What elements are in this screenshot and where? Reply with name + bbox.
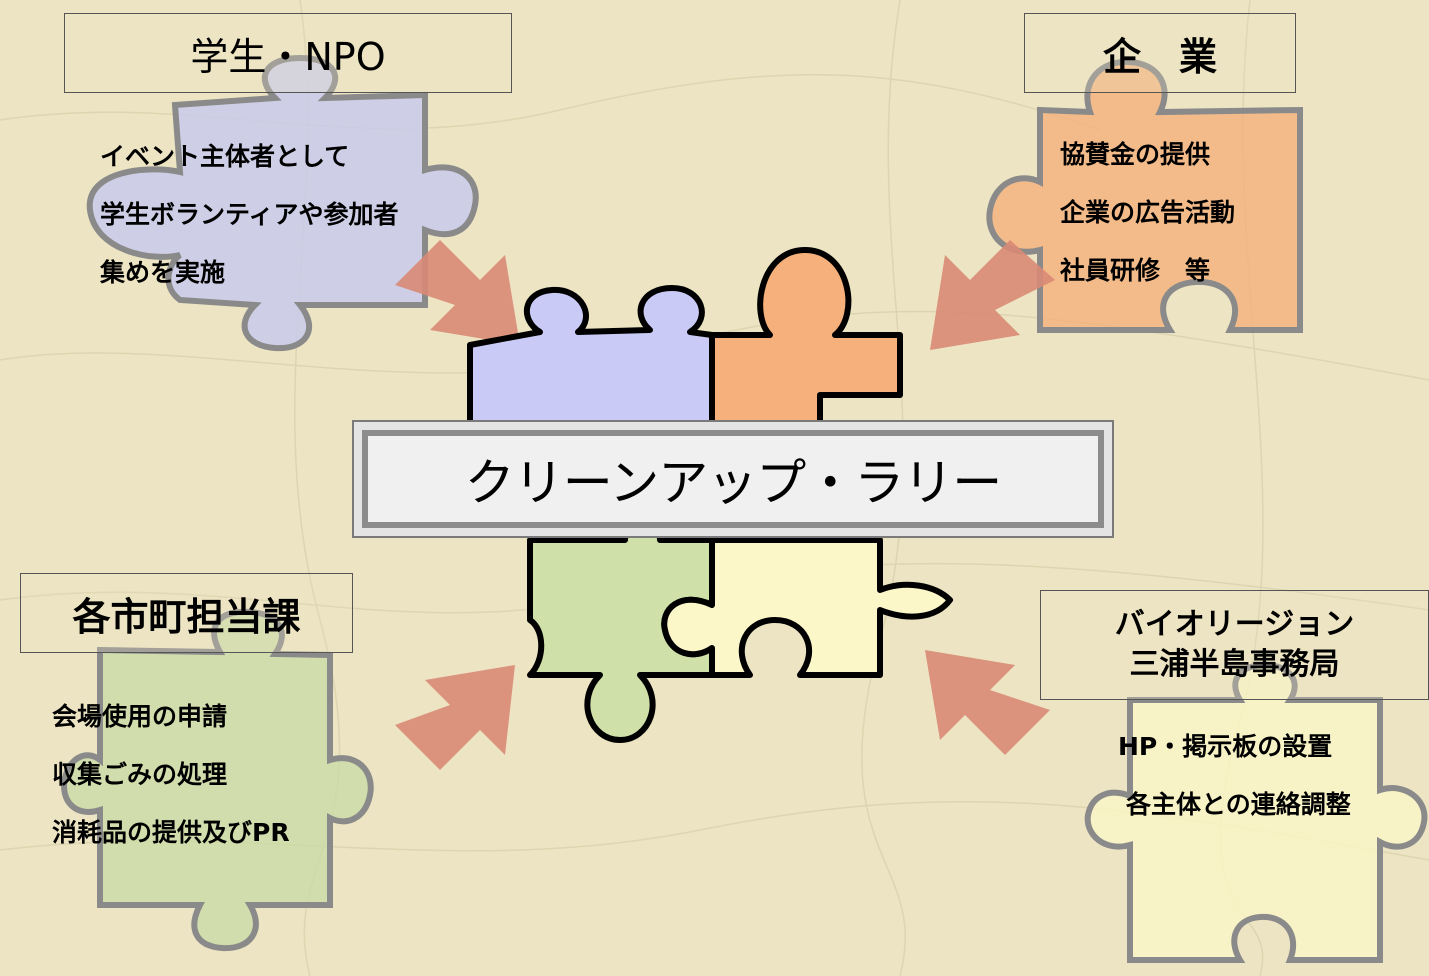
- city-description: 会場使用の申請 収集ごみの処理 消耗品の提供及びPR: [52, 700, 290, 874]
- students-label-box: 学生・NPO: [64, 13, 512, 93]
- company-line-2: 企業の広告活動: [1060, 198, 1236, 227]
- students-line-2: 学生ボランティアや参加者: [100, 200, 399, 229]
- bio-puzzle-piece: [1084, 661, 1428, 963]
- company-description: 協賛金の提供 企業の広告活動 社員研修 等: [1060, 138, 1235, 312]
- center-banner: クリーンアップ・ラリー: [352, 420, 1114, 538]
- students-puzzle-piece: [86, 54, 479, 352]
- city-line-3: 消耗品の提供及びPR: [52, 818, 290, 847]
- center-banner-inner: クリーンアップ・ラリー: [362, 430, 1104, 528]
- bio-line-2: 各主体との連絡調整: [1126, 790, 1351, 819]
- central-piece-yellow: [661, 537, 953, 678]
- center-title: クリーンアップ・ラリー: [464, 454, 1002, 512]
- company-label-box: 企 業: [1024, 13, 1296, 93]
- city-puzzle-piece: [61, 608, 374, 952]
- arrow-from-bio: [925, 650, 1050, 755]
- bio-description: HP・掲示板の設置 各主体との連絡調整: [1118, 730, 1351, 846]
- central-puzzle: [467, 247, 953, 743]
- central-piece-orange: [709, 247, 903, 433]
- city-label-box: 各市町担当課: [20, 573, 353, 653]
- company-line-1: 協賛金の提供: [1060, 140, 1211, 169]
- bio-title-line1: バイオリージョン: [1114, 607, 1355, 642]
- arrow-from-city: [395, 665, 515, 770]
- city-title: 各市町担当課: [72, 594, 301, 639]
- students-description: イベント主体者として 学生ボランティアや参加者 集めを実施: [100, 140, 399, 314]
- students-line-3: 集めを実施: [100, 258, 226, 287]
- company-line-3: 社員研修 等: [1060, 256, 1211, 285]
- bio-title-line2: 三浦半島事務局: [1129, 647, 1340, 682]
- bio-label-box: バイオリージョン 三浦半島事務局: [1040, 590, 1429, 700]
- company-puzzle-piece: [986, 58, 1303, 333]
- arrow-from-students: [395, 240, 520, 345]
- city-line-2: 収集ごみの処理: [52, 760, 228, 789]
- students-line-1: イベント主体者として: [100, 142, 350, 171]
- company-title: 企 業: [1102, 34, 1217, 79]
- students-title: 学生・NPO: [190, 34, 386, 79]
- arrow-from-company: [930, 240, 1055, 350]
- city-line-1: 会場使用の申請: [52, 702, 228, 731]
- bio-line-1: HP・掲示板の設置: [1118, 732, 1333, 761]
- arrows: [395, 240, 1055, 770]
